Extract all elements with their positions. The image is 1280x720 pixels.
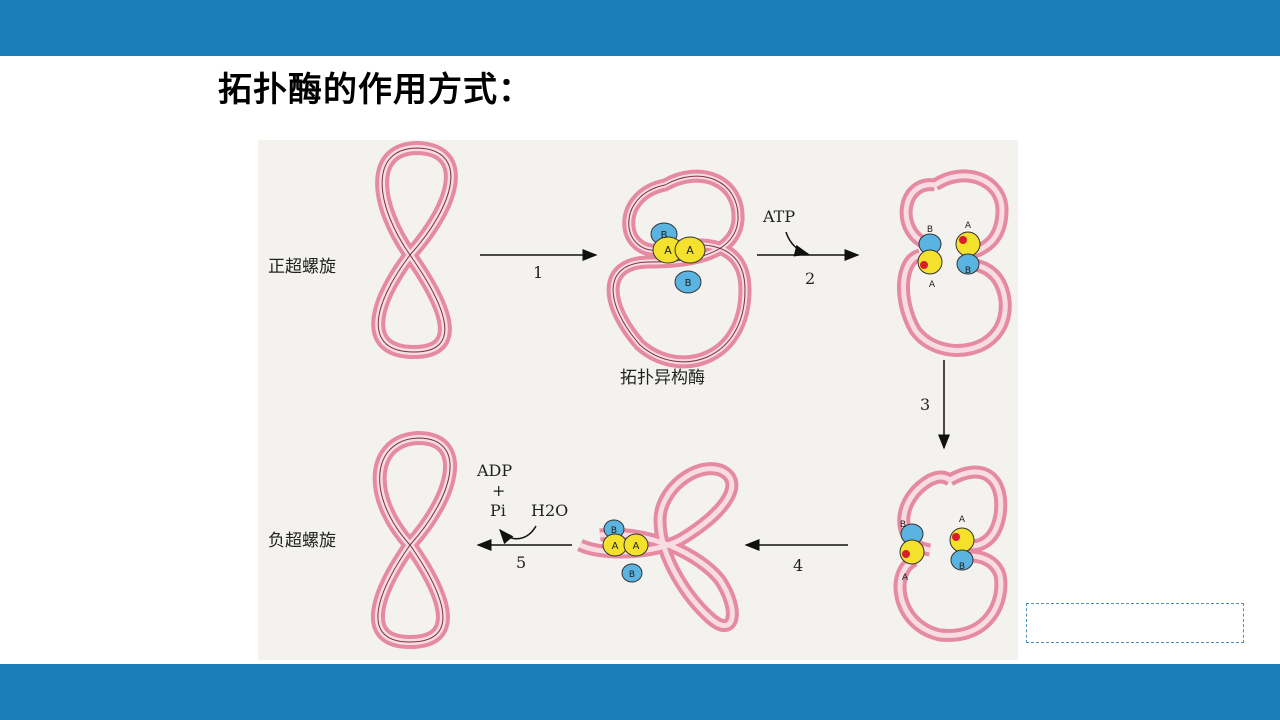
subunit-b-label: B: [927, 225, 933, 235]
cleavage-site-dot: [902, 550, 910, 558]
step-1-number: 1: [533, 263, 543, 282]
strand-passage-figure: [893, 465, 1008, 642]
cleavage-site-dot: [952, 533, 960, 541]
subunit-b-label: B: [611, 526, 617, 536]
slide-title: 拓扑酶的作用方式：: [218, 70, 533, 110]
subunit-a-label: A: [929, 280, 936, 290]
subunit-b-label: B: [661, 230, 668, 241]
resealed-dna-figure: [577, 462, 739, 632]
subunit-a-label: A: [664, 244, 672, 257]
subunit-a-label: A: [965, 221, 972, 231]
enzyme-bound-dna-figure: [606, 169, 752, 369]
subunit-a-label: A: [686, 244, 694, 257]
cleavage-site-dot: [920, 261, 928, 269]
cleavage-site-dot: [959, 236, 967, 244]
step-4-number: 4: [793, 556, 803, 575]
subunit-b-label: B: [965, 266, 971, 276]
enzyme-label: 拓扑异构酶: [620, 368, 705, 388]
step-2-number: 2: [805, 269, 815, 288]
positive-supercoil-figure: [371, 140, 458, 360]
step-3-number: 3: [920, 395, 930, 414]
subunit-b-label: B: [629, 570, 635, 580]
topoisomerase-enzyme: B B A A: [650, 222, 706, 294]
subunit-a-label: A: [633, 541, 640, 552]
atp-label: ATP: [762, 207, 795, 226]
subunit-a-label: A: [959, 515, 966, 525]
step-5-number: 5: [516, 553, 526, 572]
subunit-b-label: B: [959, 562, 965, 572]
enzyme-release-complex: B B A A: [602, 519, 649, 583]
top-header-band: [0, 0, 1280, 56]
pi-label: Pi: [490, 501, 506, 520]
enzyme-open-complex: B A A B: [917, 221, 981, 290]
subunit-a-label: A: [612, 541, 619, 552]
positive-supercoil-label: 正超螺旋: [268, 257, 336, 277]
adp-label: ADP: [476, 461, 512, 480]
subunit-a-label: A: [902, 573, 909, 583]
subunit-b-label: B: [900, 520, 906, 530]
empty-placeholder-box: [1026, 603, 1244, 643]
bottom-footer-band: [0, 664, 1280, 720]
h2o-label: H2O: [531, 501, 568, 520]
enzyme-passage-complex: B A A B: [899, 515, 975, 583]
hydrolysis-curved-arrow: [499, 525, 537, 545]
negative-supercoil-figure: [370, 430, 458, 650]
subunit-b-label: B: [685, 278, 692, 289]
plus-sign: +: [492, 481, 505, 500]
atp-input-arrow: [785, 231, 810, 257]
negative-supercoil-label: 负超螺旋: [268, 531, 336, 551]
